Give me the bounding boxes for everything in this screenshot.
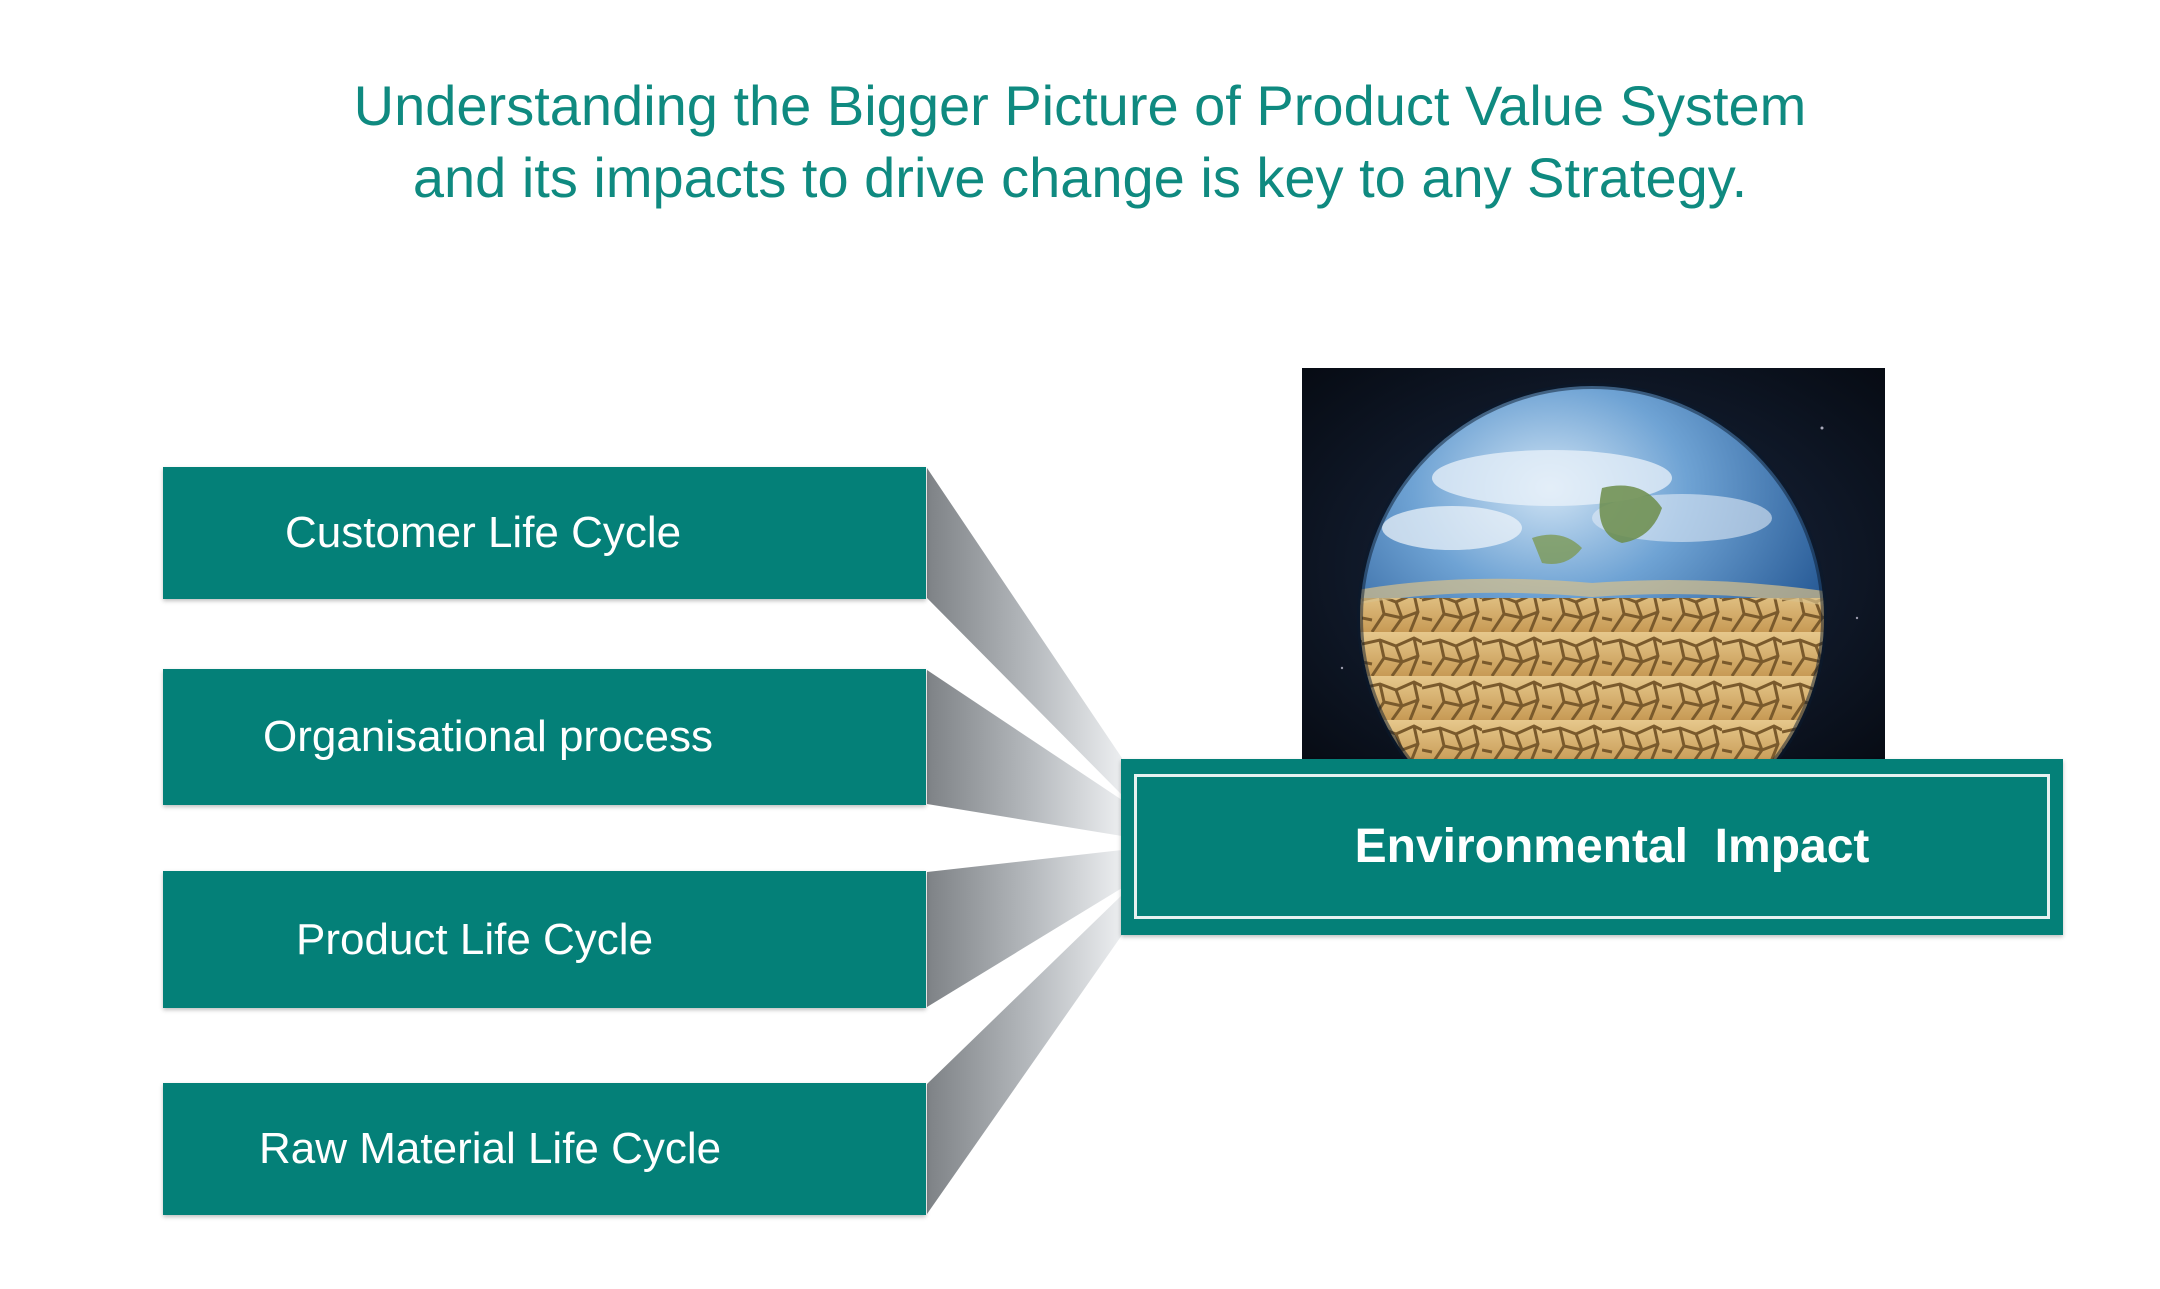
connector-customer bbox=[927, 468, 1122, 795]
customer-life-cycle-box: Customer Life Cycle bbox=[163, 467, 926, 599]
organisational-process-box: Organisational process bbox=[163, 669, 926, 805]
organisational-process-label: Organisational process bbox=[263, 712, 714, 761]
headline: Understanding the Bigger Picture of Prod… bbox=[0, 70, 2160, 214]
product-life-cycle-box: Product Life Cycle bbox=[163, 871, 926, 1008]
raw-material-life-cycle-label: Raw Material Life Cycle bbox=[259, 1124, 722, 1173]
environmental-impact-frame: Environmental Impact bbox=[1134, 774, 2050, 919]
cracked-earth-globe-icon bbox=[1302, 368, 1885, 768]
environmental-impact-box: Environmental Impact bbox=[1121, 759, 2063, 935]
headline-line-1: Understanding the Bigger Picture of Prod… bbox=[353, 74, 1807, 137]
product-life-cycle-label: Product Life Cycle bbox=[296, 914, 654, 964]
connector-organisational bbox=[927, 670, 1122, 836]
raw-material-life-cycle-box: Raw Material Life Cycle bbox=[163, 1083, 926, 1215]
environmental-impact-label: Environmental Impact bbox=[1354, 820, 1870, 873]
connector-product bbox=[927, 850, 1122, 1007]
headline-line-2: and its impacts to drive change is key t… bbox=[412, 146, 1748, 209]
customer-life-cycle-label: Customer Life Cycle bbox=[285, 508, 682, 557]
connector-raw-material bbox=[927, 895, 1122, 1214]
